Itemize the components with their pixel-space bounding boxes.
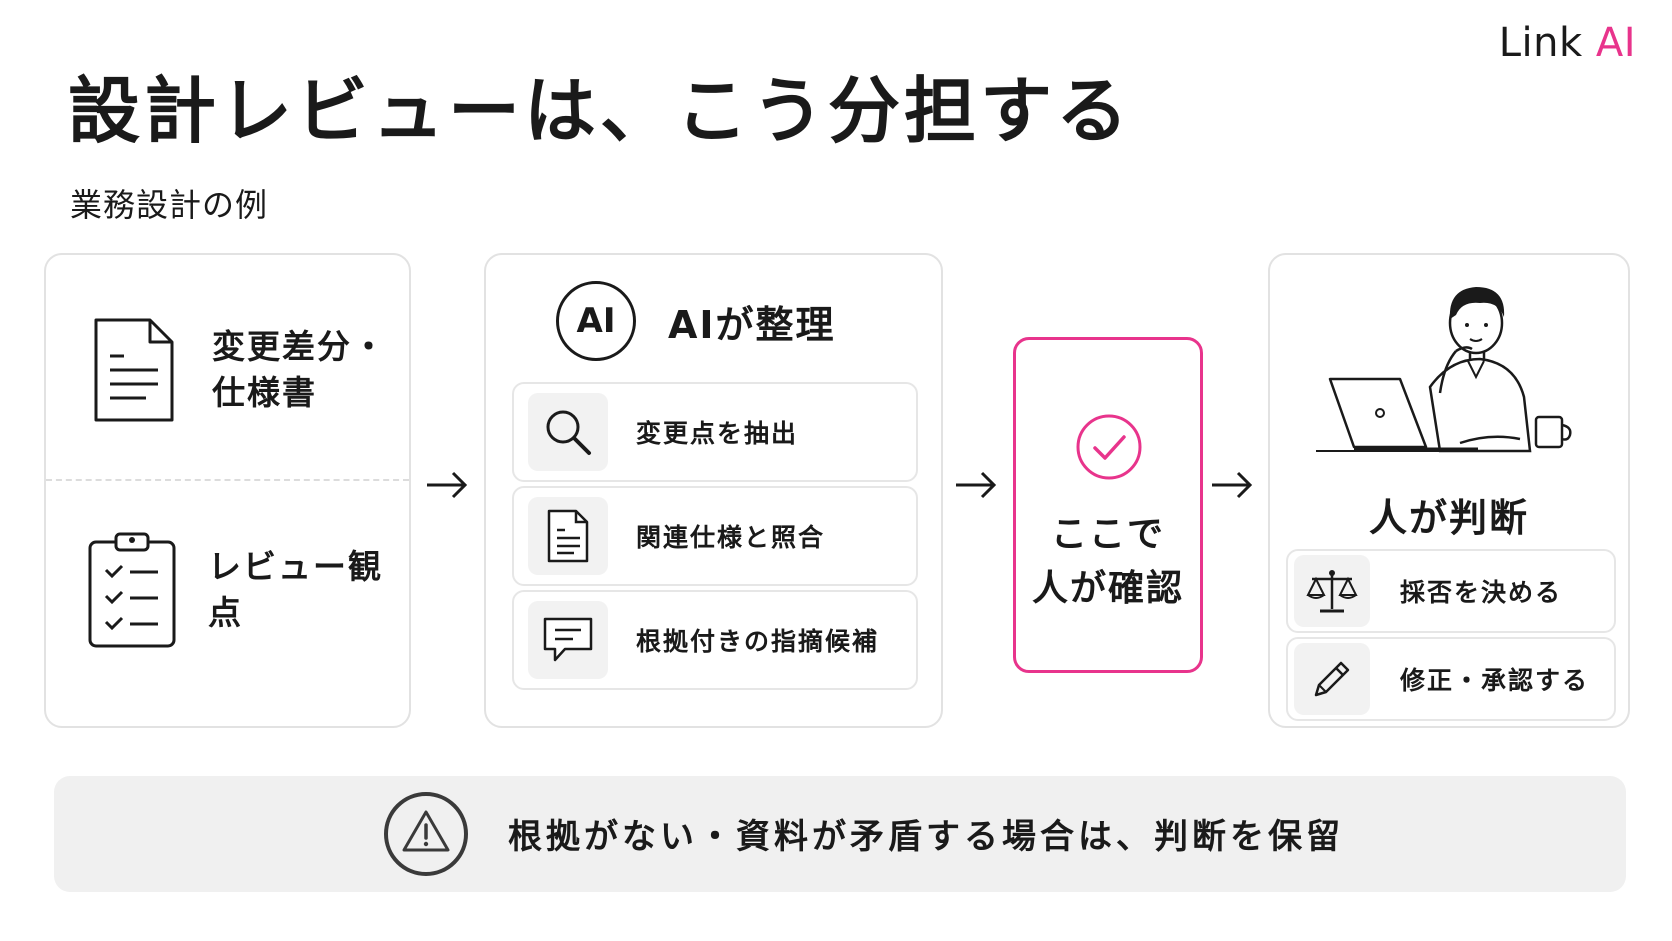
ai-step: 関連仕様と照合 [512, 486, 918, 586]
person-at-laptop-illustration [1310, 267, 1580, 467]
comment-icon [528, 601, 608, 679]
input-checklist: レビュー観点 [86, 530, 409, 650]
ai-step: 根拠付きの指摘候補 [512, 590, 918, 690]
checklist-icon [86, 530, 178, 650]
checklist-label: レビュー観点 [208, 547, 383, 632]
input-document: 変更差分・ 仕様書 [86, 310, 387, 430]
ai-header: AI AIが整理 [556, 281, 836, 361]
human-card: 人が判断 採否を決める [1268, 253, 1630, 728]
human-step-label: 採否を決める [1400, 578, 1563, 607]
check-circle-icon [1074, 412, 1144, 482]
human-step-label: 修正・承認する [1400, 666, 1590, 695]
note-text: 根拠がない・資料が矛盾する場合は、判断を保留 [508, 817, 1344, 857]
human-heading: 人が判断 [1368, 496, 1529, 540]
document-icon [86, 310, 182, 430]
human-step: 採否を決める [1286, 549, 1616, 633]
card-divider [46, 479, 409, 481]
page-subtitle: 業務設計の例 [70, 186, 269, 224]
human-check-text: ここで 人が確認 [1031, 514, 1184, 609]
input-card: 変更差分・ 仕様書 レビュー観点 [44, 253, 411, 728]
scale-icon [1294, 555, 1370, 627]
ai-step-label: 関連仕様と照合 [636, 523, 826, 552]
ai-step: 変更点を抽出 [512, 382, 918, 482]
ai-step-label: 変更点を抽出 [636, 419, 799, 448]
document-icon [528, 497, 608, 575]
arrow-right-icon [1210, 470, 1254, 500]
search-icon [528, 393, 608, 471]
hold-note: 根拠がない・資料が矛盾する場合は、判断を保留 [54, 776, 1626, 892]
brand-logo: Link AI [1499, 20, 1636, 66]
document-label: 変更差分・ 仕様書 [212, 327, 387, 412]
arrow-right-icon [954, 470, 998, 500]
warning-icon [382, 790, 470, 878]
pencil-icon [1294, 643, 1370, 715]
ai-heading: AIが整理 [668, 302, 836, 347]
arrow-right-icon [425, 470, 469, 500]
ai-step-label: 根拠付きの指摘候補 [636, 627, 880, 656]
brand-prefix: Link [1498, 20, 1583, 66]
ai-badge-icon: AI [556, 281, 636, 361]
page-title: 設計レビューは、こう分担する [68, 69, 1133, 153]
brand-accent: AI [1595, 20, 1636, 66]
human-step: 修正・承認する [1286, 637, 1616, 721]
human-check-card: ここで 人が確認 [1013, 337, 1203, 673]
ai-card: AI AIが整理 変更点を抽出 [484, 253, 943, 728]
